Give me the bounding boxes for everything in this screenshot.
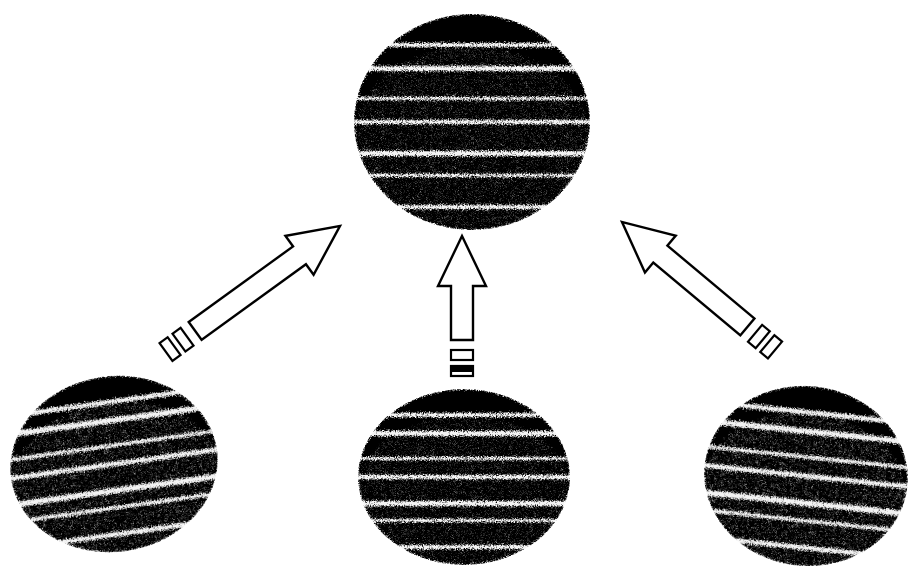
node-target bbox=[344, 14, 600, 230]
node-source-left bbox=[0, 361, 239, 566]
striped-disc-icon bbox=[685, 375, 908, 566]
arrow-source-right-to-target bbox=[607, 204, 791, 369]
striped-disc-icon bbox=[348, 389, 580, 565]
hollow-arrow-icon bbox=[607, 204, 791, 369]
striped-disc-icon bbox=[0, 361, 239, 566]
arrow-source-left-to-target bbox=[152, 207, 354, 372]
node-source-center bbox=[348, 389, 580, 565]
hollow-arrow-icon bbox=[438, 236, 486, 376]
arrow-source-center-to-target bbox=[438, 236, 486, 376]
hollow-arrow-icon bbox=[152, 207, 354, 372]
node-source-right bbox=[685, 375, 908, 566]
striped-disc-icon bbox=[344, 14, 600, 230]
